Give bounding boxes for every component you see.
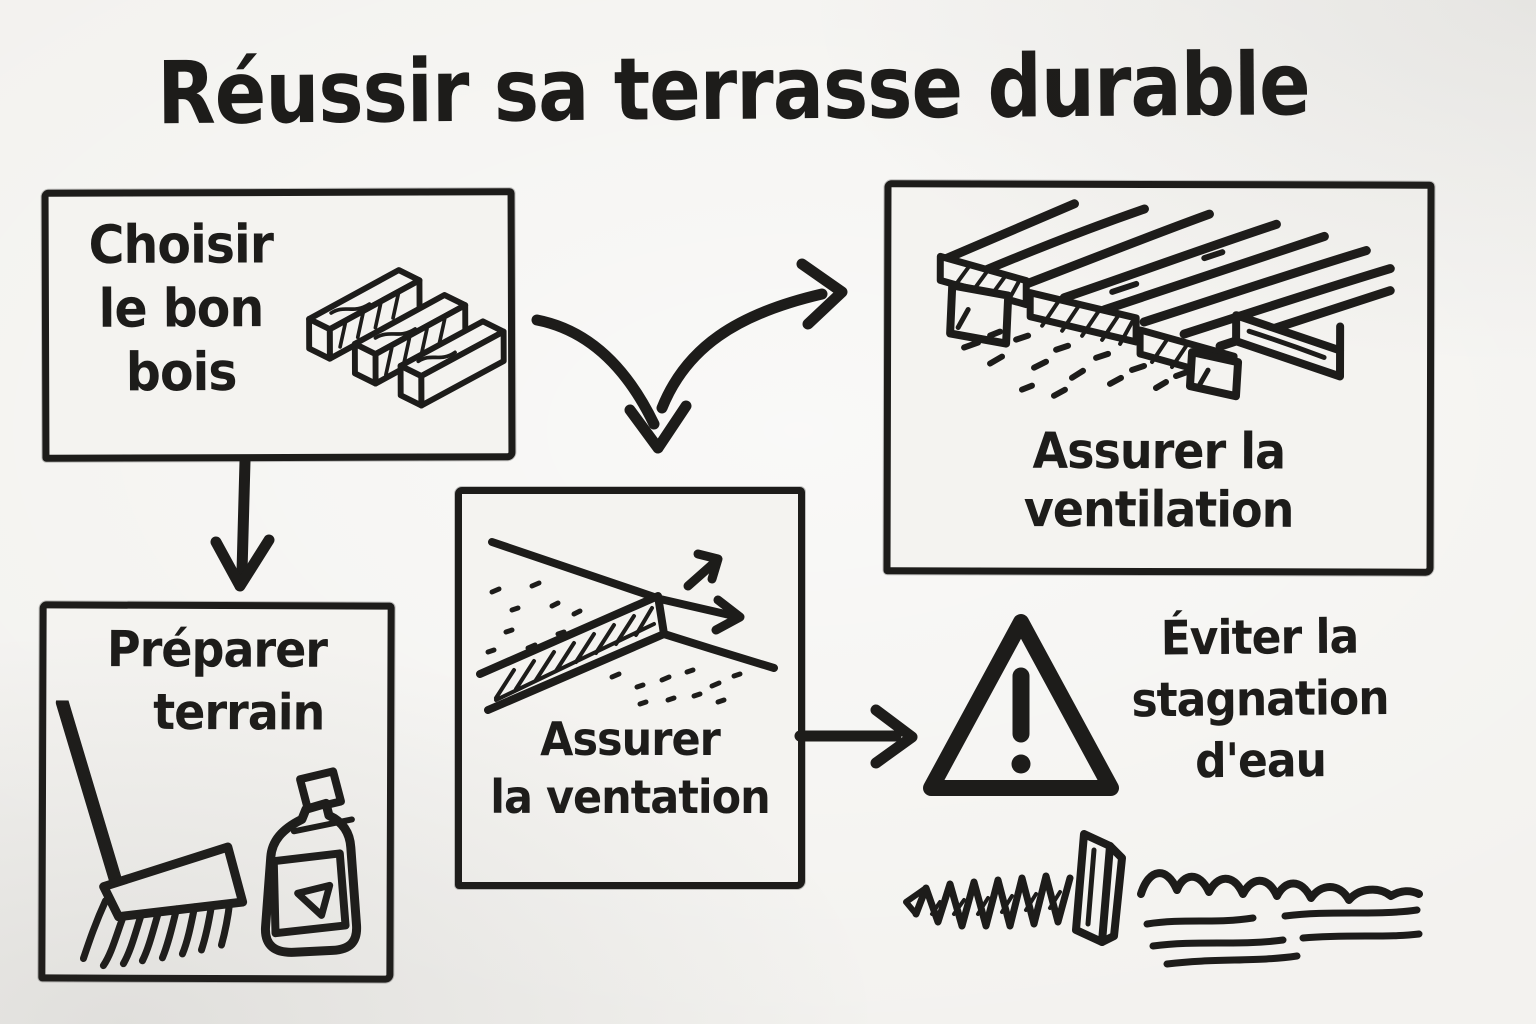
screw-icon	[903, 830, 1126, 946]
warning-triangle-icon	[923, 614, 1119, 796]
arrow-to-ventilation	[656, 288, 828, 414]
node-assurer-la-ventation: Assurer la ventation	[455, 487, 805, 889]
node-preparer-terrain: Préparer terrain	[38, 601, 395, 983]
arrow-to-preparer	[236, 455, 251, 578]
sloped-joist-airflow-icon	[476, 538, 778, 714]
arrow-to-ventation	[531, 314, 660, 430]
broom-and-bottle-icon	[55, 700, 362, 970]
water-waves-icon	[1137, 869, 1423, 968]
node-assurer-la-ventilation: Assurer la ventilation	[883, 180, 1435, 576]
node-label: Assurer la ventation	[490, 712, 771, 825]
node-choisir-le-bon-bois: Choisir le bon bois	[41, 188, 516, 462]
deck-on-joists-icon	[936, 199, 1395, 401]
wood-planks-icon	[306, 267, 507, 409]
